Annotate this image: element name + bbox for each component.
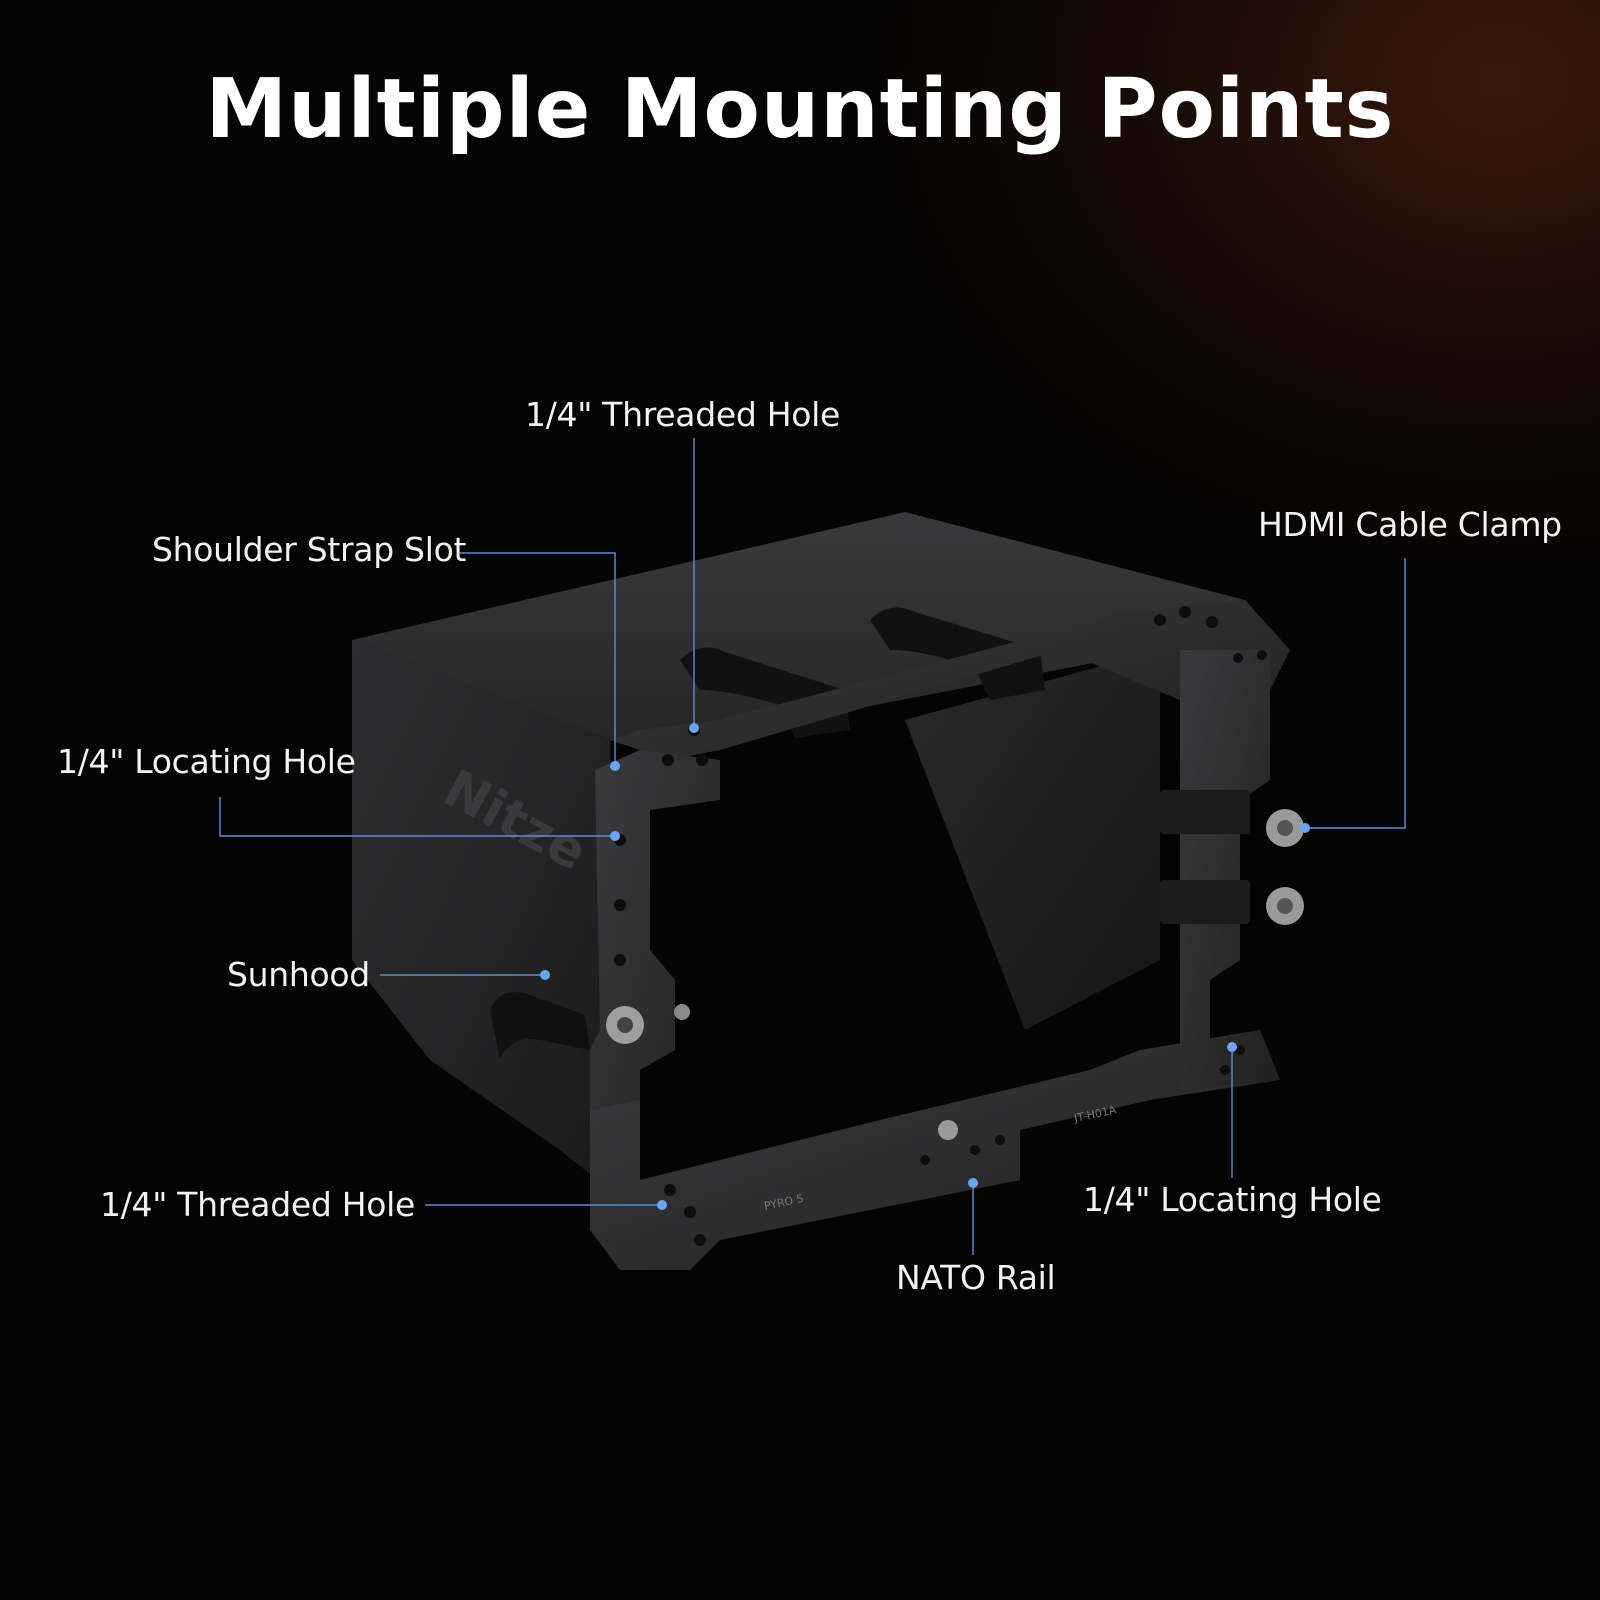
callout-hdmi-cable-clamp: HDMI Cable Clamp — [1258, 505, 1562, 544]
leader-hdmi-clamp — [1305, 558, 1406, 829]
sunhood-right-panel — [905, 650, 1160, 1030]
callout-sunhood: Sunhood — [227, 955, 370, 994]
marker-locating-left — [610, 831, 620, 841]
velcro-strap-side — [490, 992, 590, 1060]
leader-locating-left — [219, 797, 615, 837]
page-title: Multiple Mounting Points — [205, 62, 1395, 157]
marker-nato-rail — [968, 1178, 978, 1188]
marker-threaded-top — [689, 723, 699, 733]
leader-shoulder-strap — [460, 552, 616, 765]
velcro-strap-right — [870, 607, 1045, 700]
sunhood-top-panel — [352, 512, 1245, 740]
cage-left-upright — [590, 750, 720, 1210]
marker-sunhood — [540, 970, 550, 980]
callout-locating-hole-left: 1/4" Locating Hole — [57, 742, 356, 781]
marker-shoulder-strap — [610, 761, 620, 771]
marker-locating-right — [1227, 1042, 1237, 1052]
cage-right-upright — [1180, 650, 1280, 1090]
hdmi-clamp-assembly — [1160, 790, 1304, 925]
cage-bottom-bar — [590, 1030, 1280, 1270]
callout-shoulder-strap-slot: Shoulder Strap Slot — [152, 530, 467, 569]
callout-nato-rail: NATO Rail — [896, 1258, 1056, 1297]
callout-threaded-hole-bottom: 1/4" Threaded Hole — [100, 1185, 415, 1224]
callout-threaded-hole-top: 1/4" Threaded Hole — [525, 395, 840, 434]
marker-hdmi-clamp — [1300, 823, 1310, 833]
pin-screw-left — [674, 1004, 690, 1020]
sunhood-left-panel — [352, 640, 610, 1190]
cage-top-bar — [610, 600, 1290, 760]
callout-locating-hole-right: 1/4" Locating Hole — [1083, 1180, 1382, 1219]
marker-threaded-bottom — [657, 1200, 667, 1210]
nato-screw — [938, 1120, 958, 1140]
